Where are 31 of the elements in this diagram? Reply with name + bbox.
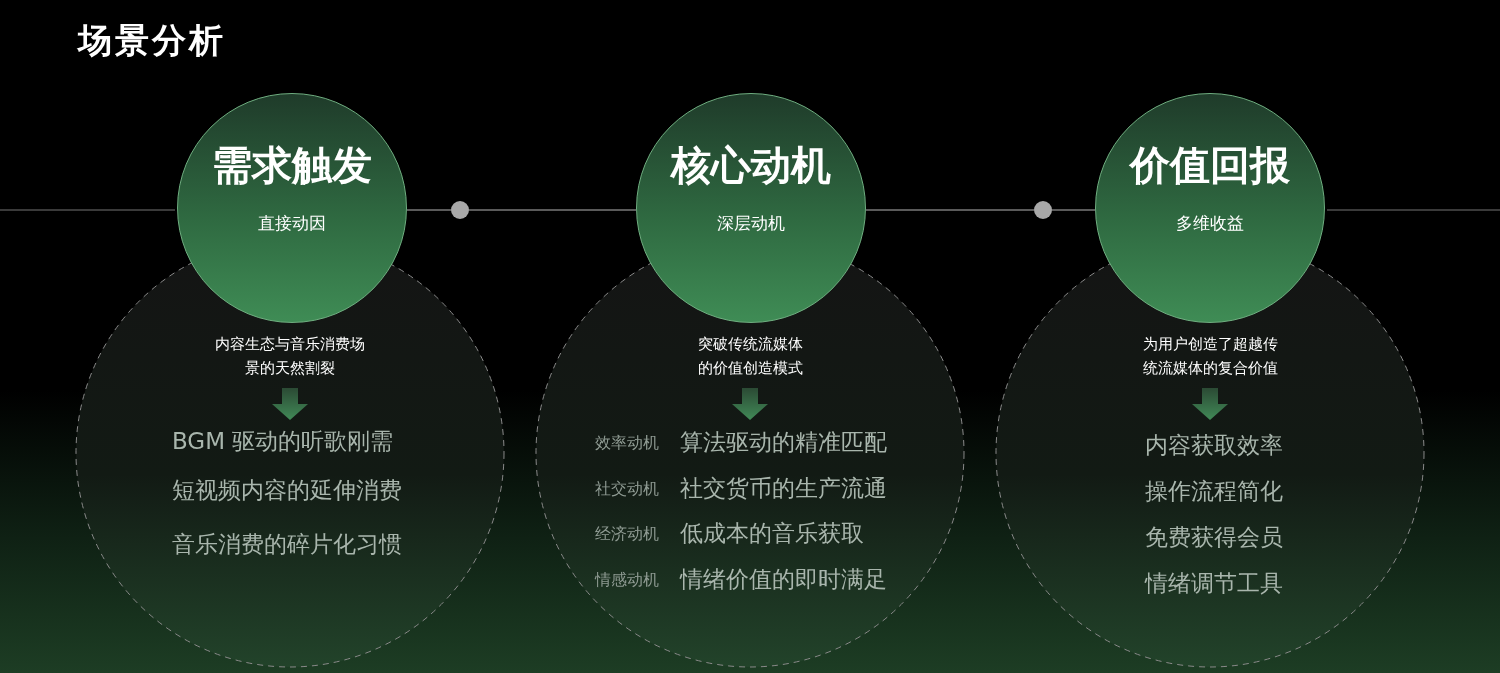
timeline-dot [1034,201,1052,219]
connector-line [406,209,452,211]
list-item: 免费获得会员 [1145,524,1283,550]
timeline-dot [451,201,469,219]
subheading: 直接动因 [257,212,327,234]
list-item: 音乐消费的碎片化习惯 [172,531,402,557]
list-item: 短视频内容的延伸消费 [172,477,402,503]
list-item: 算法驱动的精准匹配 [680,429,887,455]
connector-line [1051,209,1096,211]
description: 突破传统流媒体的价值创造模式 [696,334,804,379]
list-item: 内容获取效率 [1145,432,1283,458]
list-item: 社交货币的生产流通 [680,475,887,501]
list-item: BGM 驱动的听歌刚需 [172,428,394,454]
heading: 核心动机 [669,141,832,190]
description: 为用户创造了超越传统流媒体的复合价值 [1141,334,1279,379]
title: 场景分析 [78,19,226,62]
connector-line [865,209,1035,211]
category-label: 社交动机 [595,479,659,499]
category-label: 效率动机 [595,433,659,453]
category-label: 经济动机 [595,524,659,544]
category-label: 情感动机 [595,570,659,590]
list-item: 情绪价值的即时满足 [680,566,887,592]
list-item: 情绪调节工具 [1145,570,1283,596]
subheading: 深层动机 [716,212,786,234]
heading: 价值回报 [1128,141,1291,190]
connector-line [468,209,637,211]
list-item: 低成本的音乐获取 [680,520,864,546]
subheading: 多维收益 [1175,212,1245,234]
list-item: 操作流程简化 [1145,478,1283,504]
description: 内容生态与音乐消费场景的天然割裂 [214,334,366,379]
heading: 需求触发 [211,141,373,190]
